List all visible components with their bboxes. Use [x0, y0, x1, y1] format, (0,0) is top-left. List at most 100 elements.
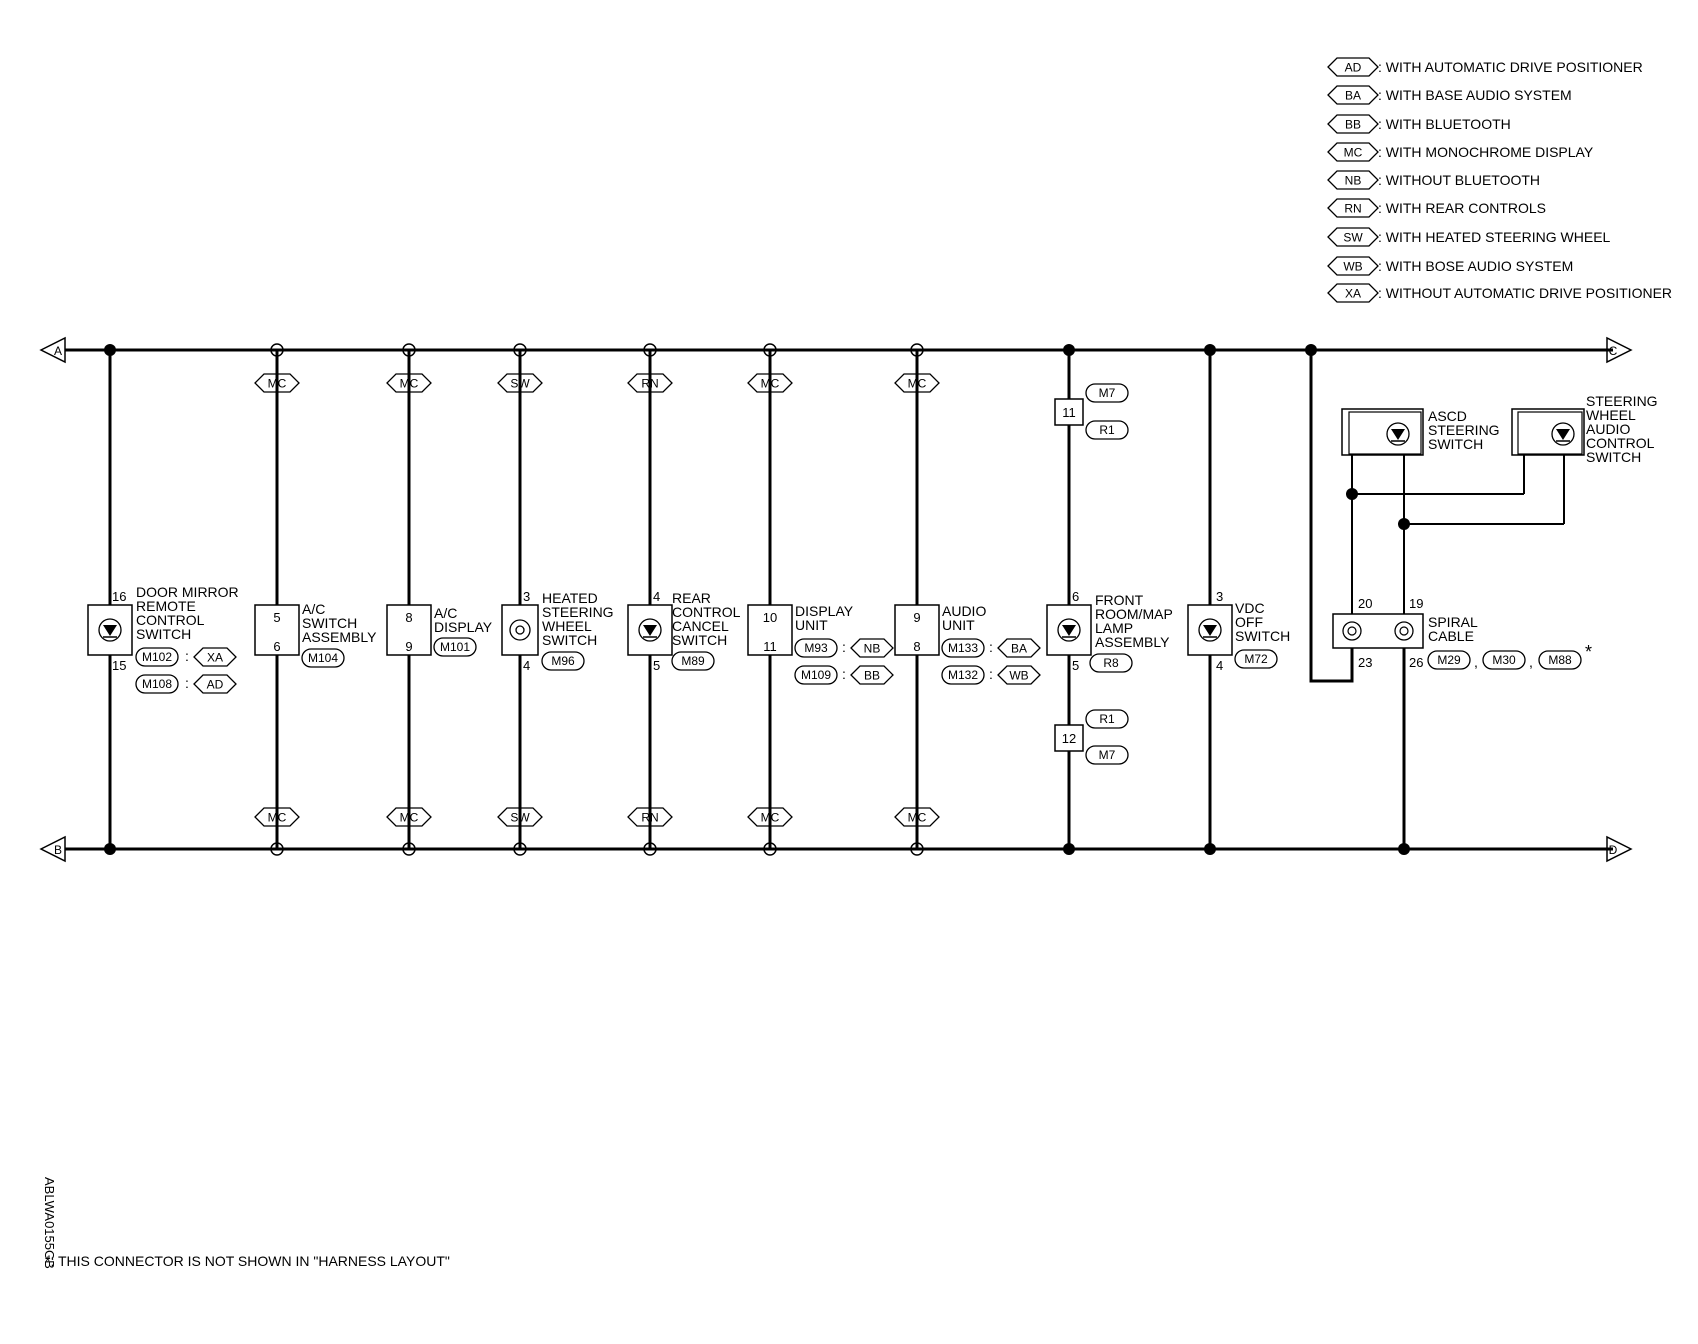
- legend-text: : WITH AUTOMATIC DRIVE POSITIONER: [1378, 59, 1643, 75]
- bus-b-arrow: B: [39, 835, 66, 863]
- svg-text:STEERING: STEERING: [1428, 422, 1500, 438]
- svg-text:12: 12: [1062, 731, 1076, 746]
- svg-text:VDC: VDC: [1235, 600, 1265, 616]
- svg-text:BB: BB: [864, 669, 880, 683]
- svg-text:23: 23: [1358, 655, 1372, 670]
- svg-text:26: 26: [1409, 655, 1423, 670]
- legend-text: : WITH REAR CONTROLS: [1378, 200, 1546, 216]
- svg-text:WB: WB: [1009, 669, 1028, 683]
- svg-text:ASSEMBLY: ASSEMBLY: [302, 629, 377, 645]
- ac-display: MC MC 8 9 A/C DISPLAY M101: [386, 343, 493, 856]
- front-room-map-lamp-assembly: 11 M7 R1 6 5 FRONT ROOM/MAP LAMP ASSEMBL…: [1046, 344, 1173, 855]
- svg-text:11: 11: [1062, 405, 1076, 420]
- legend-text: : WITH MONOCHROME DISPLAY: [1378, 144, 1594, 160]
- svg-text:6: 6: [1072, 589, 1079, 604]
- svg-text::: :: [989, 639, 993, 655]
- svg-text:SPIRAL: SPIRAL: [1428, 614, 1478, 630]
- heater-switch-icon: [509, 619, 531, 641]
- svg-text:C: C: [1609, 344, 1618, 358]
- option-splice: [643, 343, 657, 357]
- svg-text:CONTROL: CONTROL: [672, 604, 741, 620]
- svg-text:5: 5: [273, 610, 280, 625]
- svg-text:ASSEMBLY: ASSEMBLY: [1095, 634, 1170, 650]
- svg-text:WHEEL: WHEEL: [1586, 407, 1636, 423]
- svg-text:20: 20: [1358, 596, 1372, 611]
- heater-switch-icon: [515, 625, 525, 635]
- svg-text:R1: R1: [1099, 712, 1115, 726]
- splice-dot: [1398, 843, 1410, 855]
- ascd-steering-switch: ASCD STEERING SWITCH: [1341, 408, 1500, 456]
- svg-text:CONTROL: CONTROL: [136, 612, 205, 628]
- door-mirror-remote-control-switch: 16 15 DOOR MIRROR REMOTE CONTROL SWITCH …: [87, 344, 239, 855]
- option-tag: MC: [761, 377, 780, 391]
- option-splice: [763, 343, 777, 357]
- legend-code: BA: [1345, 89, 1361, 103]
- coil-icon: [1342, 621, 1362, 641]
- bus-d-arrow: D: [1606, 835, 1633, 863]
- svg-text:REMOTE: REMOTE: [136, 598, 196, 614]
- svg-text:HEATED: HEATED: [542, 590, 598, 606]
- svg-text:10: 10: [763, 610, 777, 625]
- svg-text:,: ,: [1474, 654, 1478, 670]
- svg-text:M102: M102: [142, 650, 172, 664]
- svg-text:M104: M104: [308, 651, 338, 665]
- legend-code: BB: [1345, 118, 1361, 132]
- switch-icon: [1391, 429, 1405, 440]
- svg-text:UNIT: UNIT: [795, 617, 828, 633]
- svg-text:*: *: [1585, 642, 1592, 662]
- svg-text:STEERING: STEERING: [542, 604, 614, 620]
- svg-text:6: 6: [273, 639, 280, 654]
- svg-text:AD: AD: [207, 678, 224, 692]
- svg-text:4: 4: [653, 589, 660, 604]
- svg-text:SWITCH: SWITCH: [542, 632, 597, 648]
- svg-text:SWITCH: SWITCH: [1428, 436, 1483, 452]
- svg-text:NB: NB: [864, 642, 881, 656]
- option-tag: RN: [641, 377, 658, 391]
- option-splice: [402, 343, 416, 357]
- svg-text:CANCEL: CANCEL: [672, 618, 729, 634]
- svg-text:FRONT: FRONT: [1095, 592, 1144, 608]
- lamp-icon: [1062, 625, 1076, 636]
- svg-text:5: 5: [653, 658, 660, 673]
- switch-icon: [1386, 422, 1410, 446]
- svg-text:BA: BA: [1011, 642, 1027, 656]
- svg-text:M132: M132: [948, 668, 978, 682]
- coil-icon: [1347, 626, 1357, 636]
- audio-unit: MC MC 9 8 AUDIO UNIT M133 : BA M132 : WB: [894, 343, 1041, 856]
- legend-row: BB : WITH BLUETOOTH: [1327, 114, 1511, 134]
- legend-row: SW : WITH HEATED STEERING WHEEL: [1327, 227, 1611, 247]
- svg-text:R8: R8: [1103, 656, 1119, 670]
- option-tag: MC: [400, 377, 419, 391]
- svg-text:M108: M108: [142, 677, 172, 691]
- svg-text:SWITCH: SWITCH: [672, 632, 727, 648]
- legend-text: : WITHOUT AUTOMATIC DRIVE POSITIONER: [1378, 285, 1672, 301]
- svg-text:M30: M30: [1492, 653, 1516, 667]
- svg-text:REAR: REAR: [672, 590, 711, 606]
- legend-row: BA : WITH BASE AUDIO SYSTEM: [1327, 85, 1572, 105]
- svg-text:WHEEL: WHEEL: [542, 618, 592, 634]
- spiral-cable: 20 19 23 26 SPIRAL CABLE M29 , M30 , M88…: [1332, 596, 1592, 670]
- lamp-icon: [1057, 618, 1081, 642]
- legend-text: : WITH BLUETOOTH: [1378, 116, 1511, 132]
- svg-text:M29: M29: [1437, 653, 1461, 667]
- svg-text:8: 8: [405, 610, 412, 625]
- splice-dot: [1346, 488, 1358, 500]
- coil-icon: [1394, 621, 1414, 641]
- svg-text:SWITCH: SWITCH: [1586, 449, 1641, 465]
- svg-text:M88: M88: [1548, 653, 1572, 667]
- led-icon: [1203, 625, 1217, 636]
- svg-text:,: ,: [1529, 654, 1533, 670]
- switch-icon: [1551, 422, 1575, 446]
- svg-text:ROOM/MAP: ROOM/MAP: [1095, 606, 1173, 622]
- option-splice: [910, 842, 924, 856]
- bus-a-arrow: A: [39, 336, 66, 364]
- joint-connector-bottom: 12 R1 M7: [1054, 709, 1129, 765]
- svg-text:9: 9: [405, 639, 412, 654]
- footnote: *: THIS CONNECTOR IS NOT SHOWN IN "HARNE…: [45, 1253, 450, 1269]
- splice-dot: [1063, 344, 1075, 356]
- svg-text:11: 11: [763, 639, 777, 654]
- svg-text:STEERING: STEERING: [1586, 393, 1658, 409]
- svg-text:B: B: [54, 843, 62, 857]
- option-splice: [910, 343, 924, 357]
